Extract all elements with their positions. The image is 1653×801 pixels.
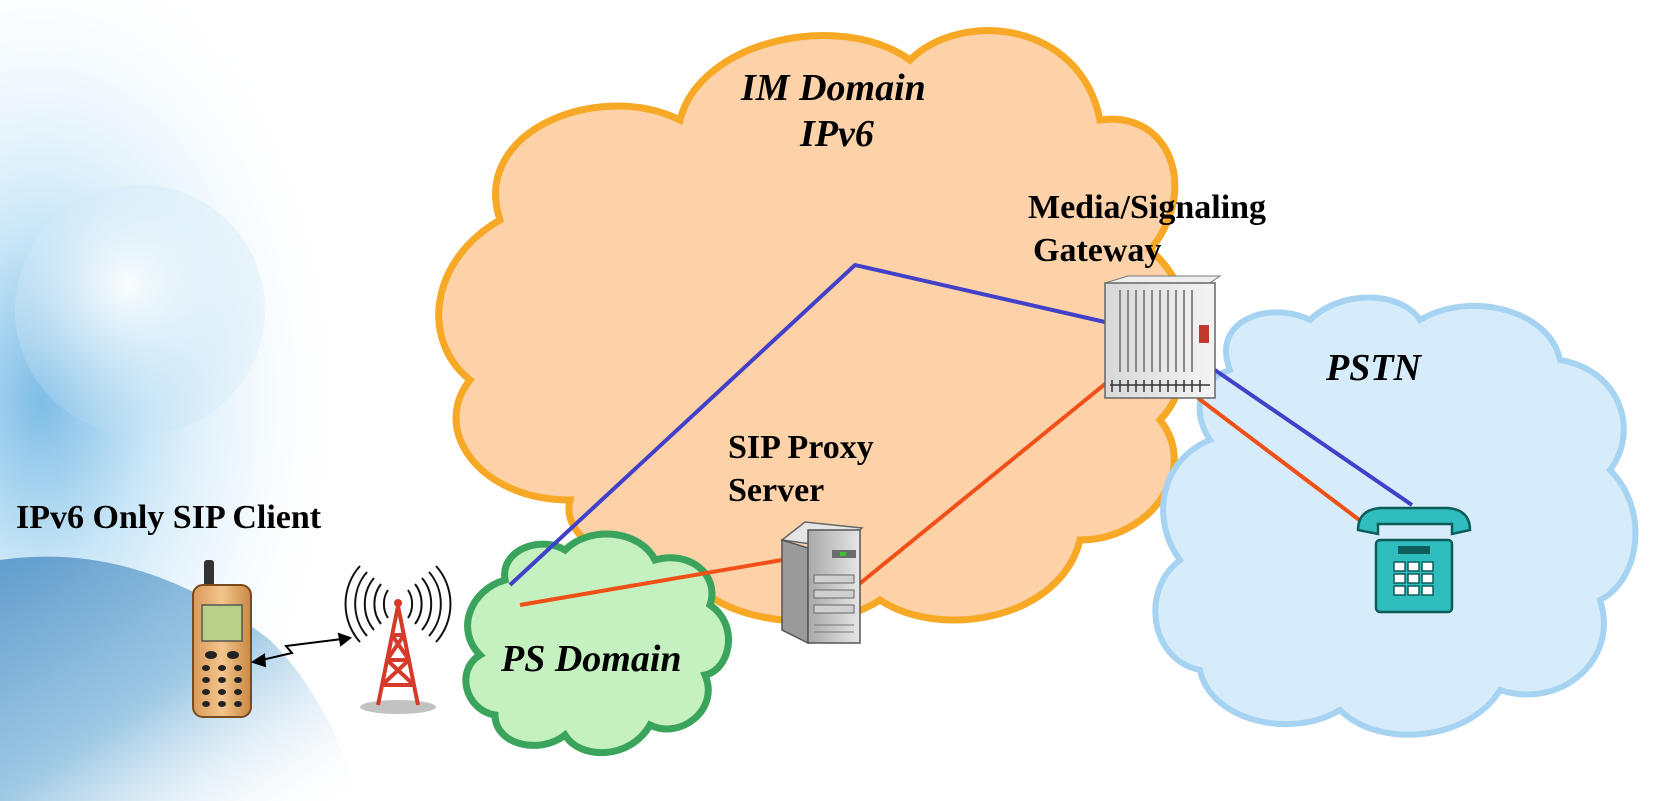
pstn-label: PSTN	[1326, 347, 1421, 389]
im-domain-subtitle: IPv6	[800, 113, 874, 155]
ps-domain-label: PS Domain	[501, 638, 682, 680]
radio-tower-icon	[344, 565, 452, 714]
sip-proxy-label-line1: SIP Proxy	[728, 429, 874, 466]
desk-telephone-icon	[1356, 506, 1472, 614]
gateway-rack-icon	[1104, 275, 1222, 399]
server-tower-icon	[780, 521, 864, 645]
media-path	[519, 378, 1364, 607]
client-label: IPv6 Only SIP Client	[16, 499, 322, 536]
im-domain-title: IM Domain	[741, 67, 926, 109]
mobile-phone-icon	[192, 560, 252, 718]
background-decoration	[0, 0, 520, 801]
gateway-label-line2: Gateway	[1033, 232, 1162, 269]
radio-link-icon	[250, 632, 353, 668]
signaling-path	[508, 262, 1414, 587]
sip-proxy-label-line2: Server	[728, 472, 825, 509]
gateway-label-line1: Media/Signaling	[1028, 189, 1267, 226]
ps-domain-cloud	[462, 530, 732, 757]
